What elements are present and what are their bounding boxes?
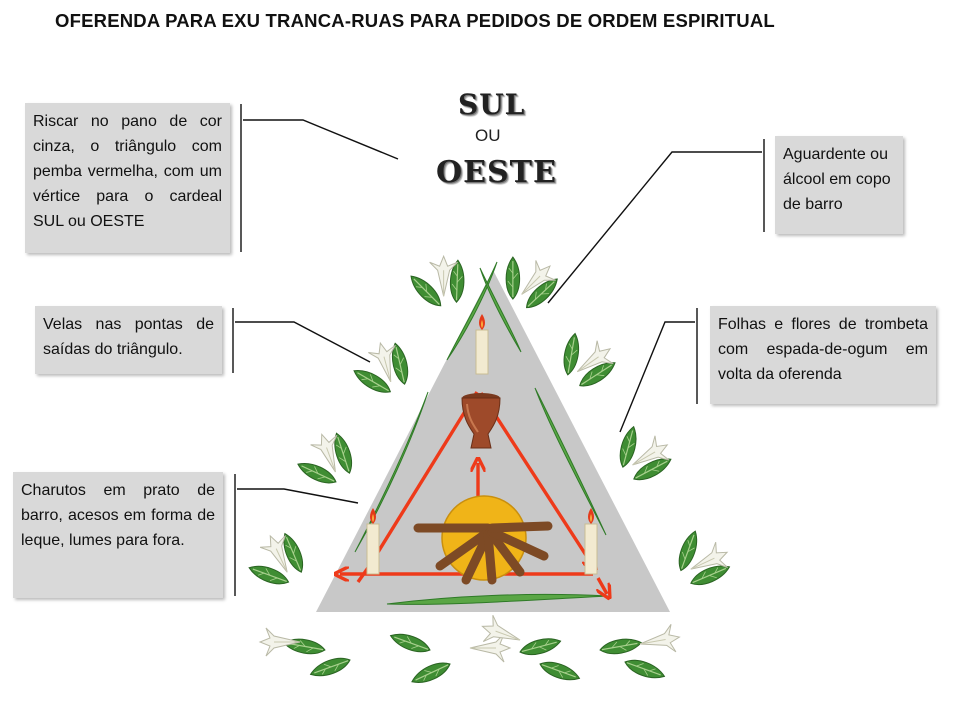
cigar bbox=[487, 527, 549, 561]
leader-line-leaves bbox=[619, 321, 695, 433]
leaf-flower-cluster bbox=[285, 419, 368, 501]
pemba-arrow-corner bbox=[598, 577, 607, 594]
leaf-flower-cluster bbox=[661, 518, 744, 601]
leaf bbox=[622, 655, 668, 684]
leader-line-cigars bbox=[237, 488, 359, 504]
note-cigars: Charutos em prato de barro, acesos em fo… bbox=[13, 472, 223, 598]
leaf-flower-cluster bbox=[401, 245, 478, 318]
leaf-flower-cluster bbox=[342, 329, 424, 409]
direction-oeste-label: OESTE bbox=[436, 155, 557, 190]
note-candles: Velas nas pontas de saídas do triângulo. bbox=[35, 306, 222, 374]
sword-leaf bbox=[534, 387, 607, 536]
candle-top bbox=[475, 314, 489, 375]
cigar bbox=[483, 529, 497, 585]
leader-line-triangle bbox=[243, 119, 399, 160]
note-drink: Aguardente ou álcool em copo de barro bbox=[775, 136, 903, 234]
leaf bbox=[517, 634, 563, 660]
page-title: OFERENDA PARA EXU TRANCA-RUAS PARA PEDID… bbox=[55, 10, 775, 31]
pemba-line-left bbox=[368, 391, 479, 566]
leaf-flower-cluster bbox=[602, 413, 685, 495]
leaf bbox=[408, 657, 454, 689]
sword-leaf bbox=[354, 391, 429, 553]
sword-leaves bbox=[354, 261, 609, 605]
cigar bbox=[435, 527, 493, 571]
leaf bbox=[598, 635, 644, 658]
leaf bbox=[307, 653, 353, 682]
sword-leaf bbox=[446, 261, 498, 361]
candle-right bbox=[584, 508, 598, 575]
leaf-flower-cluster bbox=[546, 320, 628, 400]
leaf-flower-cluster bbox=[236, 520, 319, 603]
cigar bbox=[487, 521, 553, 533]
note-leaves: Folhas e flores de trombeta com espada-d… bbox=[710, 306, 936, 404]
cigars bbox=[413, 521, 553, 585]
leader-line-drink bbox=[547, 151, 762, 304]
direction-ou-label: OU bbox=[475, 126, 501, 145]
clay-cup bbox=[461, 393, 501, 449]
trumpet-flower bbox=[259, 627, 301, 657]
leader-line-candles bbox=[235, 321, 371, 363]
gray-cloth-triangle bbox=[316, 270, 670, 612]
leaf bbox=[387, 628, 433, 657]
candle-left bbox=[366, 508, 380, 575]
cigar bbox=[485, 527, 525, 577]
trumpet-flower bbox=[637, 622, 683, 659]
sword-leaf bbox=[479, 267, 522, 353]
note-triangle: Riscar no pano de cor cinza, o triângulo… bbox=[25, 103, 230, 253]
pemba-arrow-right bbox=[479, 392, 593, 566]
direction-sul-label: SUL bbox=[458, 88, 526, 121]
leaf bbox=[537, 657, 583, 686]
leader-lines bbox=[232, 104, 765, 596]
cigar-plate bbox=[413, 495, 553, 585]
